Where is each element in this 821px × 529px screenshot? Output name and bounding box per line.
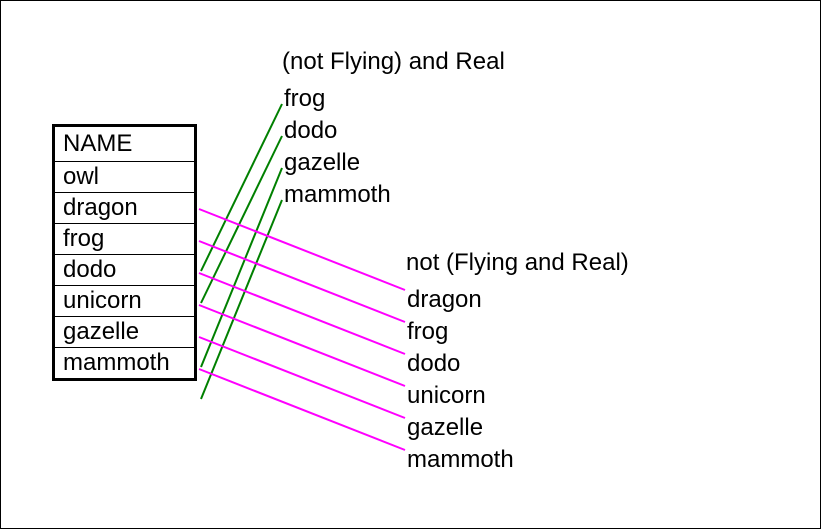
group2-item-mammoth: mammoth bbox=[407, 446, 514, 473]
group1-item-dodo: dodo bbox=[284, 117, 338, 144]
connector-green-gazelle bbox=[200, 167, 283, 368]
name-table: NAME owl dragon frog dodo unicorn gazell… bbox=[52, 124, 197, 381]
table-row-owl: owl bbox=[55, 161, 194, 192]
group2-item-frog: frog bbox=[407, 318, 449, 345]
connector-magenta-unicorn bbox=[198, 304, 406, 387]
table-header: NAME bbox=[63, 130, 133, 157]
group1-item-gazelle: gazelle bbox=[284, 149, 361, 176]
group2-item-dragon: dragon bbox=[407, 286, 482, 313]
group2-item-gazelle: gazelle bbox=[407, 414, 484, 441]
table-row-dodo: dodo bbox=[55, 254, 194, 285]
connector-green-dodo bbox=[200, 135, 283, 304]
group1-title: (not Flying) and Real bbox=[282, 48, 505, 75]
connector-magenta-frog bbox=[198, 240, 406, 323]
connector-magenta-dragon bbox=[198, 208, 406, 291]
group1-item-mammoth: mammoth bbox=[284, 181, 391, 208]
connector-magenta-mammoth bbox=[198, 368, 406, 451]
group2-item-unicorn: unicorn bbox=[407, 382, 486, 409]
connector-green-mammoth bbox=[200, 199, 283, 400]
table-row-mammoth: mammoth bbox=[55, 347, 194, 378]
connector-green-frog bbox=[200, 103, 283, 272]
connector-magenta-gazelle bbox=[198, 336, 406, 419]
group2-item-dodo: dodo bbox=[407, 350, 461, 377]
table-row-unicorn: unicorn bbox=[55, 285, 194, 316]
table-row-frog: frog bbox=[55, 223, 194, 254]
table-row-dragon: dragon bbox=[55, 192, 194, 223]
connector-magenta-dodo bbox=[198, 272, 406, 355]
table-row-gazelle: gazelle bbox=[55, 316, 194, 347]
group1-item-frog: frog bbox=[284, 85, 326, 112]
group2-title: not (Flying and Real) bbox=[406, 249, 629, 276]
